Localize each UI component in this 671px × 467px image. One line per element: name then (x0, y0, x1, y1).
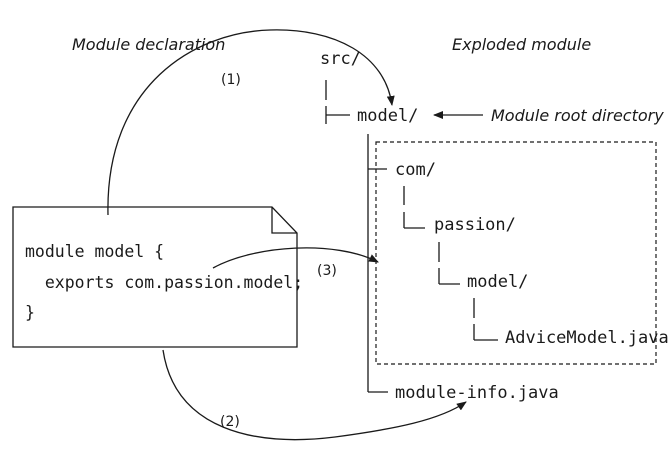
module-declaration-card (12, 206, 298, 348)
tree-model-root: model/ (357, 106, 418, 126)
tree-module-info: module-info.java (395, 383, 559, 403)
folded-corner (271, 207, 297, 234)
tree-com: com/ (395, 160, 436, 180)
tree-model-package: model/ (467, 272, 528, 292)
arrow-2 (162, 349, 467, 441)
code-line-2: exports com.passion.model; (25, 273, 303, 292)
module-declaration-label: Module declaration (72, 35, 225, 54)
marker-3: (3) (317, 263, 337, 279)
exploded-module-label: Exploded module (452, 35, 591, 54)
module-root-directory-label: Module root directory (491, 106, 664, 125)
code-line-3: } (25, 303, 35, 322)
arrow-1 (107, 29, 395, 216)
arrow-3 (212, 247, 379, 269)
marker-2: (2) (220, 414, 240, 430)
marker-1: (1) (221, 72, 241, 88)
code-line-1: module model { (25, 242, 164, 261)
exploded-package-box (375, 141, 657, 365)
tree-passion: passion/ (434, 215, 516, 235)
tree-advice-model: AdviceModel.java (505, 328, 669, 348)
tree-src: src/ (320, 49, 361, 69)
